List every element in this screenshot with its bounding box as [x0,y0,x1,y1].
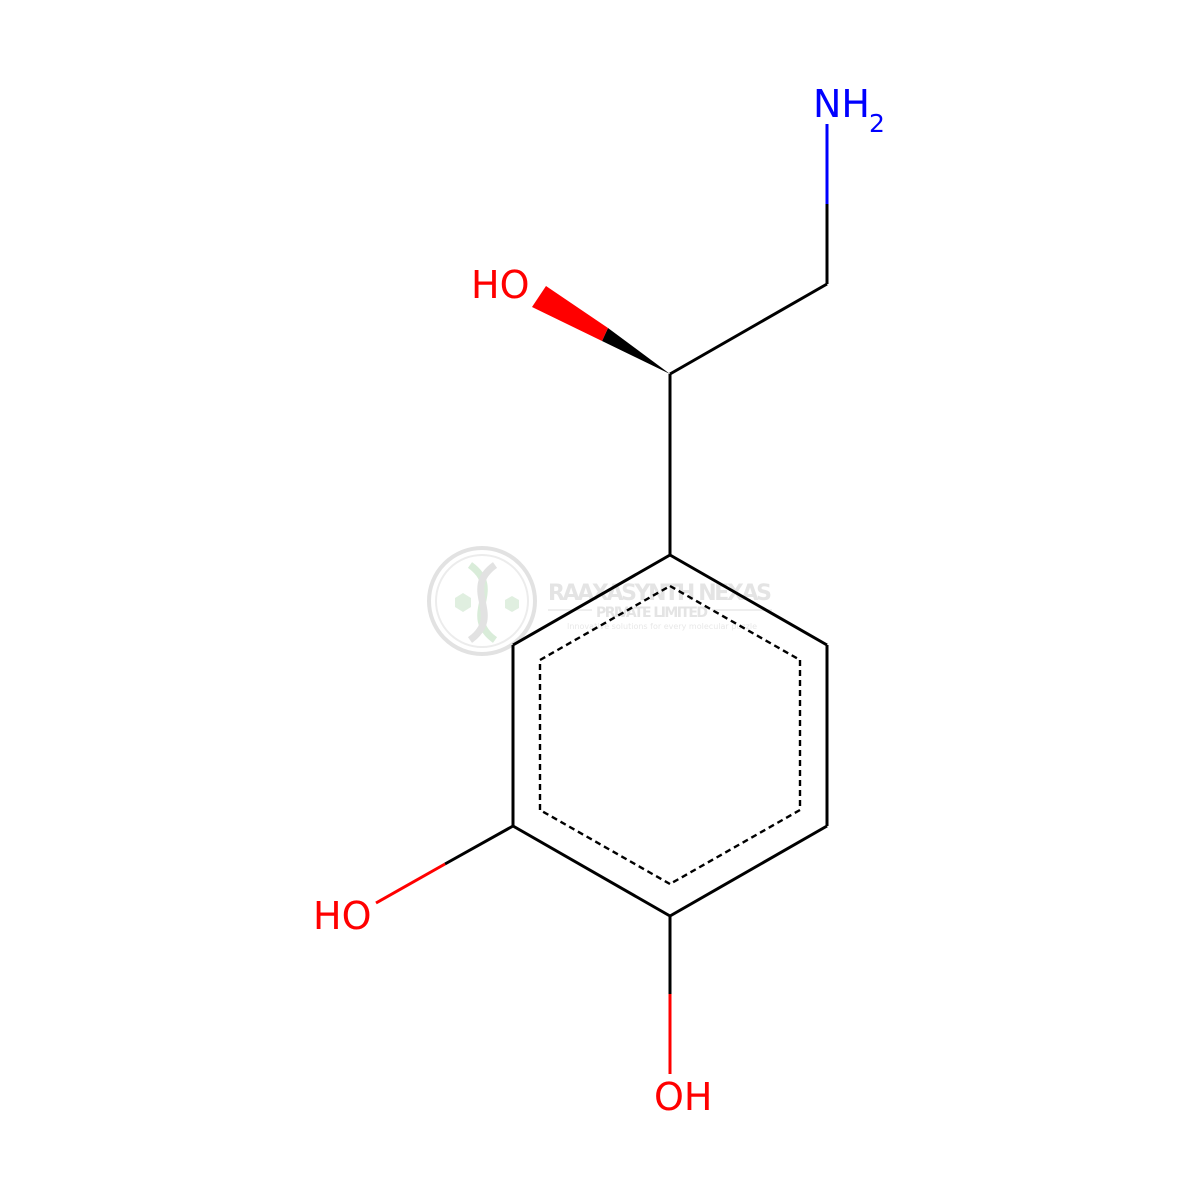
aromatic-bond [669,808,801,886]
watermark-tagline: Innovative solutions for every molecular… [567,622,757,631]
aromatic-bond [539,808,671,886]
side-chain [532,124,829,555]
catechol-bonds [375,824,672,1074]
ring-bond-c6-c1 [512,553,671,647]
atom-labels: NH 2 HO HO OH [313,82,885,1119]
ring-bond-c4-c5 [512,824,671,918]
wedge-bond [532,286,670,374]
hydroxyl-para-label: OH [654,1075,712,1119]
bond-oxygen-segment-meta [375,862,446,905]
bond-chiral-to-methylene [669,282,828,376]
bond-c5-oxygen [444,824,514,866]
hydroxyl-meta-label: HO [313,894,371,938]
ring-bond-c3-c4 [669,824,828,918]
amine-subscript: 2 [869,109,885,138]
benzene-ring [511,553,829,918]
ring-bond-c1-c2 [669,553,828,647]
dna-helix-icon [427,546,537,656]
hydroxyl-side-label: HO [471,263,529,307]
watermark-suffix: PRIVATE LIMITED [596,605,708,621]
aromatic-bond [539,584,671,662]
aromatic-bond [669,584,801,662]
watermark: RAAXASYNTH NEXAS PRIVATE LIMITED Innovat… [427,546,772,656]
amine-label: NH [813,82,870,126]
